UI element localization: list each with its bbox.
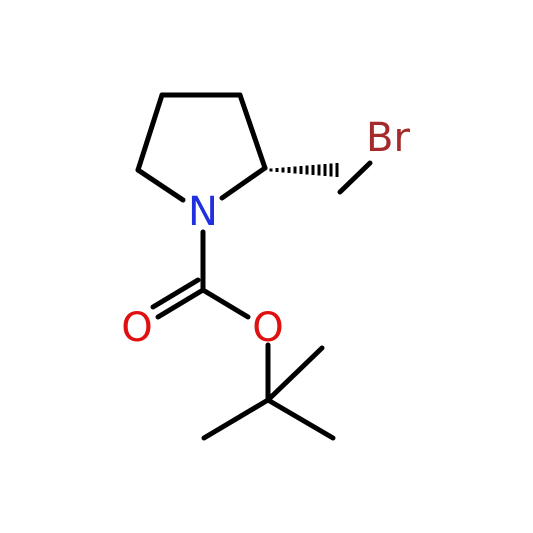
bond-tbu-right <box>265 397 336 441</box>
bond-ring-n-left <box>135 167 186 203</box>
atom-o-carbonyl: O <box>121 305 152 351</box>
atom-br: Br <box>366 115 410 161</box>
bond-tbu-left <box>201 397 271 441</box>
bond-ring-right <box>237 92 268 171</box>
bond-ch2-br <box>337 160 373 195</box>
bond-ring-left <box>135 92 165 173</box>
bond-carbonyl-o-1 <box>155 287 206 320</box>
bond-tbu-up <box>265 345 325 403</box>
hashed-wedge-bond <box>269 163 339 177</box>
bond-carbonyl-o-2 <box>150 277 201 310</box>
bond-carbonyl-ester-o <box>200 287 251 320</box>
bond-ring-n-right <box>219 165 268 201</box>
atom-o-ester: O <box>252 305 283 351</box>
atom-n: N <box>188 189 218 235</box>
